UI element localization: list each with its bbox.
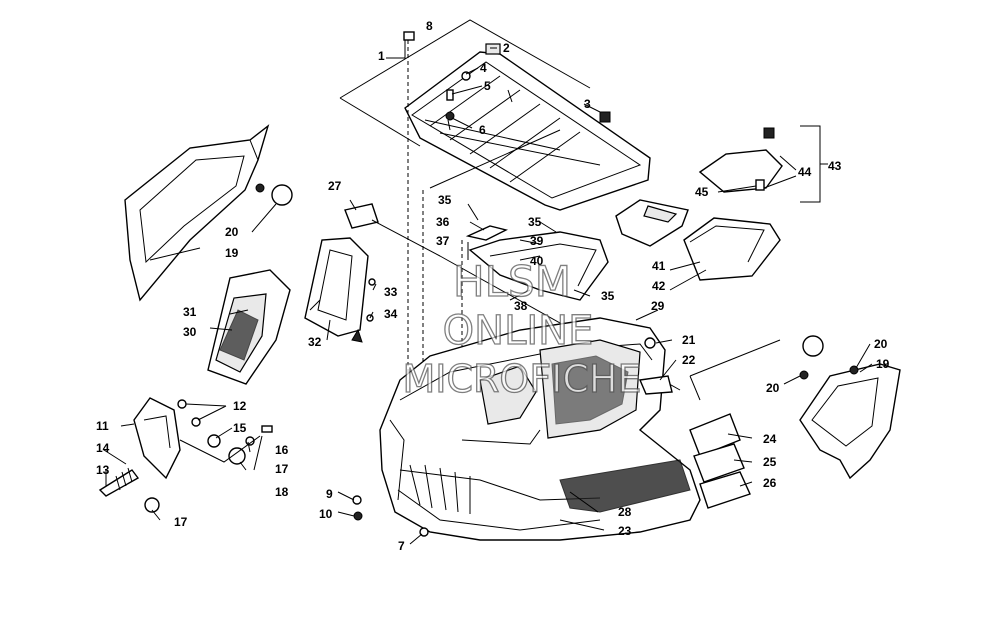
callout-39: 39 [530,234,544,248]
callout-13: 13 [96,463,110,477]
callout-9: 9 [326,487,333,501]
leader-lines-rack [339,19,591,189]
callout-20a: 20 [225,225,239,239]
callout-23: 23 [618,524,632,538]
callout-19b: 19 [876,357,890,371]
callout-29: 29 [651,299,665,313]
callout-35b: 35 [528,215,542,229]
part-21-rivet [644,337,656,349]
watermark-line3: MICROFICHE [402,357,641,401]
part-20-fastener-a [271,184,293,206]
callout-35a: 35 [438,193,452,207]
callout-19a: 19 [225,246,239,260]
storage-cover [698,125,828,203]
callout-17b: 17 [174,515,188,529]
callout-16: 16 [275,443,289,457]
decal-27 [344,203,379,229]
callout-22: 22 [682,353,696,367]
part-20-fastener-b [802,335,824,357]
part-18-grommet [228,447,246,465]
callout-10: 10 [319,507,333,521]
watermark-line1: HLSM [453,257,571,306]
callout-4: 4 [480,61,487,75]
callout-41: 41 [652,259,666,273]
callout-24: 24 [763,432,777,446]
callout-3: 3 [584,97,591,111]
callout-28: 28 [618,505,632,519]
callout-42: 42 [652,279,666,293]
callout-20c: 20 [766,381,780,395]
callout-25: 25 [763,455,777,469]
callout-8: 8 [426,19,433,33]
callout-21: 21 [682,333,696,347]
callout-36: 36 [436,215,450,229]
right-storage [615,199,781,281]
part-5-washer [446,89,454,101]
callout-37: 37 [436,234,450,248]
callout-17a: 17 [275,462,289,476]
callout-18: 18 [275,485,289,499]
bracket-32 [304,237,369,343]
callout-44: 44 [798,165,812,179]
callout-32: 32 [308,335,322,349]
front-rack [404,43,651,211]
callout-26: 26 [763,476,777,490]
rack-cap [485,43,501,55]
callout-15: 15 [233,421,247,435]
callout-43: 43 [828,159,842,173]
part-4-bolt [461,71,471,81]
callout-31: 31 [183,305,197,319]
part-22-bracket [638,375,673,395]
callout-34: 34 [384,307,398,321]
callout-30: 30 [183,325,197,339]
callout-11: 11 [96,419,109,433]
part-13-spring [98,469,140,497]
callout-leaders [103,40,873,545]
callout-14: 14 [96,441,110,455]
callout-6: 6 [479,123,486,137]
headlight-assembly [98,397,181,497]
left-side-panel [124,124,270,302]
callout-12: 12 [233,399,247,413]
callout-5: 5 [484,79,491,93]
decals-24-26 [689,413,751,509]
part-36 [465,225,509,241]
front-body-fender [379,317,701,541]
callout-35c: 35 [601,289,615,303]
part-17-washer [144,497,160,513]
part-8-bolt [403,31,415,41]
callout-20b: 20 [874,337,888,351]
callout-27: 27 [328,179,342,193]
callout-38: 38 [514,299,528,313]
callout-45: 45 [695,185,709,199]
callout-7: 7 [398,539,405,553]
part-3-clip [599,111,611,123]
left-splash-guard [207,269,291,385]
callout-40: 40 [530,254,544,268]
callout-33: 33 [384,285,398,299]
callout-1: 1 [378,49,385,63]
bracket-43 [800,125,828,203]
right-side-panel [799,363,901,480]
watermark-line2: ONLINE [443,308,594,354]
callout-2: 2 [503,41,510,55]
